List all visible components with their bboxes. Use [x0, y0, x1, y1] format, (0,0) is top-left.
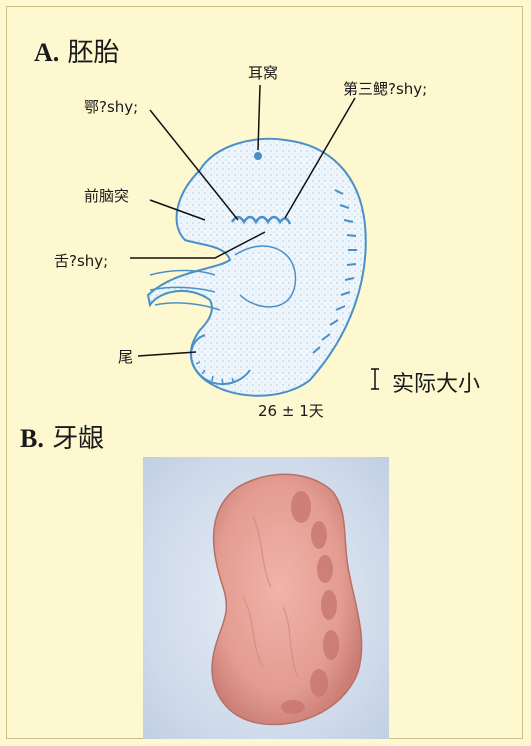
section-b-letter: B. [20, 424, 44, 453]
gum-model-image [143, 457, 389, 739]
scale-label: 实际大小 [392, 366, 480, 398]
label-third-arch: 第三鳃?shy; [343, 78, 427, 99]
label-tail: 尾 [118, 346, 133, 367]
section-b-title: B. 牙龈 [20, 418, 104, 455]
scale-bar-icon [370, 368, 380, 390]
label-forebrain: 前脑突 [84, 185, 129, 206]
gum-shape [212, 474, 362, 724]
embryo-stipple [148, 139, 366, 396]
gum-photo [143, 457, 389, 739]
otic-pit [254, 152, 262, 160]
section-b-label: 牙龈 [52, 424, 104, 454]
age-label: 26 ± 1天 [258, 400, 324, 421]
label-jaw: 鄂?shy; [84, 96, 138, 117]
label-ear: 耳窝 [248, 62, 278, 83]
label-tongue: 舌?shy; [54, 250, 108, 271]
